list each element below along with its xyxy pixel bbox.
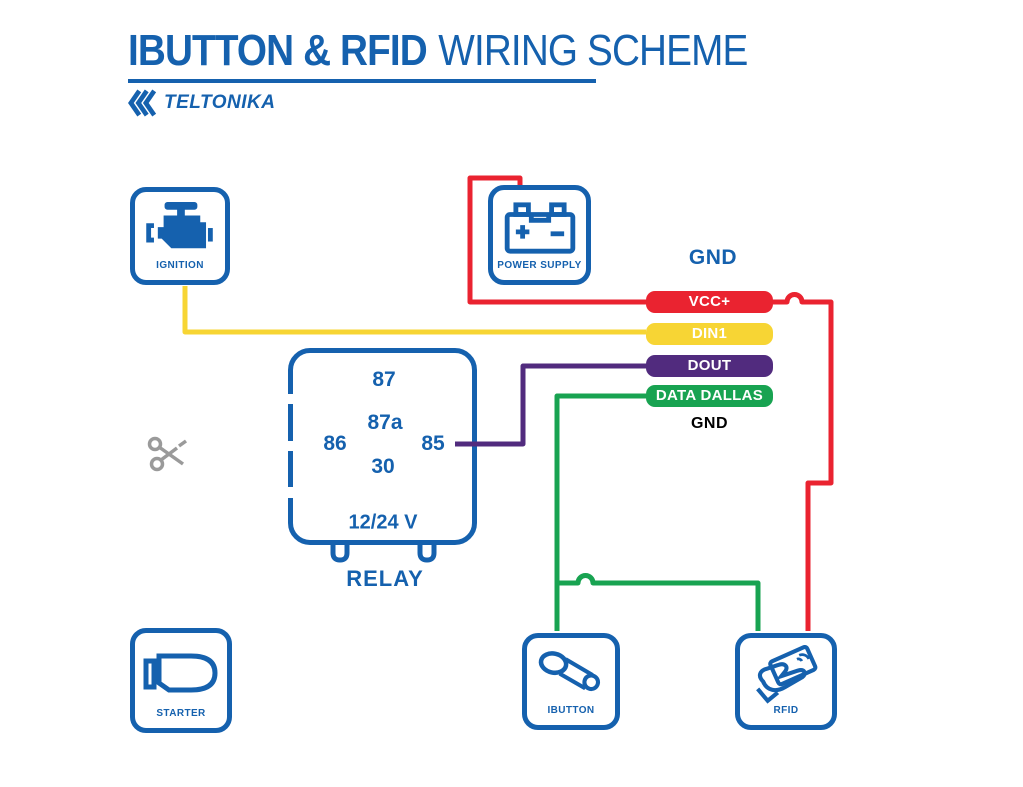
scissors-icon [147,436,188,472]
starter-box: STARTER [130,628,232,733]
din1-pin-label: DIN1 [646,323,773,345]
gnd-bottom-label: GND [690,415,729,432]
dout-pin-label: DOUT [646,355,773,377]
rfid-label: RFID [773,705,799,716]
ignition-label: IGNITION [156,260,204,271]
starter-label: STARTER [156,708,206,719]
relay-label: RELAY [346,566,424,591]
page-title: IBUTTON & RFID WIRING SCHEME [128,26,748,76]
ibutton-box: IBUTTON [522,633,620,730]
ibutton-label: IBUTTON [547,705,595,716]
brand-wordmark: TELTONIKA [164,92,276,113]
datadallas-rfid-wire [557,573,761,631]
vcc-pin-label: VCC+ [646,291,773,313]
relay-voltage-label: 12/24 V [348,511,418,534]
page-title-bold: IBUTTON & RFID [128,26,428,75]
relay-border-gap [286,487,295,498]
relay-border-gap [286,394,295,404]
ignition-din1-wire [182,286,646,335]
relay-pin-85: 85 [421,432,445,455]
page-title-light: WIRING SCHEME [438,26,748,75]
relay-foot-left [330,544,350,563]
engine-icon [146,202,213,249]
rfid-card-icon [756,645,818,704]
teltonika-chevrons-icon [128,89,157,117]
rfid-box: RFID [735,633,837,730]
power-supply-box: POWER SUPPLY [488,185,591,285]
relay-foot-right [417,544,437,563]
power-supply-label: POWER SUPPLY [497,260,582,271]
title-underline [128,79,596,83]
relay-pin-87a: 87a [367,411,403,434]
relay-pin-87: 87 [372,368,396,391]
ibutton-key-icon [538,651,601,692]
relay-pin-30: 30 [371,455,395,478]
starter-motor-icon [143,653,218,693]
relay-pin-86: 86 [323,432,347,455]
dout-relay-wire [455,363,647,447]
vcc-rfid-wire [773,292,834,631]
relay-border-gap [286,441,295,451]
teltonika-logo: TELTONIKA [128,89,275,117]
data-dallas-pin-label: DATA DALLAS [646,385,773,407]
battery-icon [504,202,575,254]
datadallas-ibutton-wire [554,393,646,631]
gnd-top-label: GND [688,246,738,269]
ignition-box: IGNITION [130,187,230,285]
